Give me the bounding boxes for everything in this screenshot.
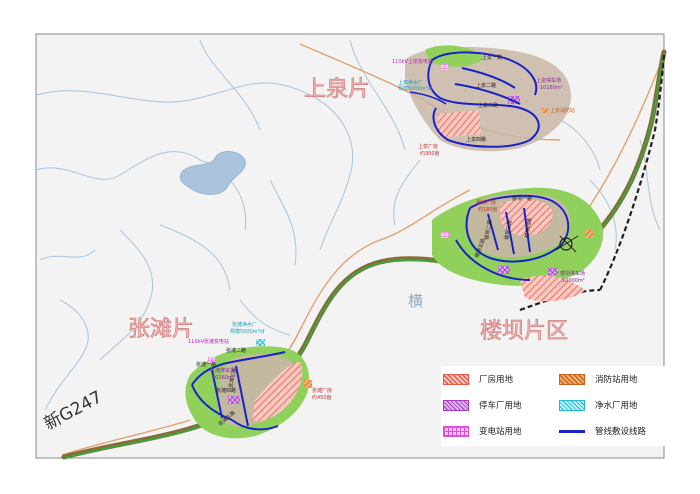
legend-swatch-substation [443, 425, 469, 437]
label-zhangtan-water-size: 规模5000m³/d [230, 328, 264, 335]
label-shangquan-road4: 上泉四路 [466, 136, 486, 143]
label-shangquan-road2: 上泉二路 [476, 82, 496, 89]
label-loubahan-road-top: 楼坝一路 [512, 195, 532, 202]
legend-label-fire: 消防站用地 [595, 375, 638, 385]
label-loubahan-parking-name: 楼坝停车场 [560, 270, 585, 277]
map-legend: 厂房用地 消防站用地 停车厂用地 净水厂用地 变电站用地 管线敷设线路 [441, 366, 671, 446]
label-shangquan-water-size: 规模5000m³/d [398, 85, 432, 92]
label-zhangtan-factory-size: 约450亩 [312, 394, 332, 401]
area-name-shangquan: 上泉片 [304, 77, 370, 102]
legend-label-pipeline: 管线敷设线路 [595, 427, 647, 437]
label-zhangtan-road4: 张滩四路 [216, 387, 236, 394]
label-shangquan-factory-size: 约300亩 [420, 150, 440, 157]
label-shangquan-factory-name: 上泉厂房 [418, 143, 438, 150]
legend-swatch-parking [443, 399, 469, 411]
area-name-zhangtan: 张滩片 [128, 317, 194, 342]
legend-item-fire: 消防站用地 [559, 372, 638, 386]
label-shangquan-water-name: 上泉净水厂 [398, 79, 423, 86]
lake [179, 151, 246, 195]
zhangtan-cluster [185, 339, 312, 439]
legend-label-parking: 停车厂用地 [479, 401, 522, 411]
area-name-heng: 横 [408, 292, 423, 310]
label-shangquan-road1: 上泉一路 [482, 54, 502, 61]
label-loubahan-road-mid2: 楼坝三路 [503, 219, 513, 240]
legend-item-substation: 变电站用地 [443, 424, 522, 438]
legend-item-water: 净水厂用地 [559, 398, 638, 412]
label-shangquan-fire: 上泉消防站 [550, 107, 575, 114]
legend-item-factory: 厂房用地 [443, 372, 513, 386]
label-zhangtan-parking-size: 10160m² [212, 375, 235, 381]
railway [599, 54, 666, 291]
area-name-loubahan: 楼坝片区 [480, 319, 568, 344]
legend-swatch-fire [559, 373, 585, 385]
shangquan-cluster [405, 45, 571, 152]
label-zhangtan-factory-name: 张滩厂房 [312, 387, 332, 394]
legend-swatch-factory [443, 373, 469, 385]
legend-item-pipeline: 管线敷设线路 [559, 424, 646, 438]
label-zhangtan-substation: 110kV张滩变电站 [188, 338, 229, 345]
legend-item-parking: 停车厂用地 [443, 398, 522, 412]
legend-swatch-water [559, 399, 585, 411]
label-zhangtan-water-name: 张滩净水厂 [232, 321, 257, 328]
label-shangquan-road3: 上泉三路 [478, 102, 498, 109]
label-loubahan-road-mid1: 楼坝二路 [483, 219, 493, 240]
label-loubahan-parking-size: 10000m² [562, 278, 585, 284]
legend-label-substation: 变电站用地 [479, 427, 522, 437]
green-road [63, 52, 665, 459]
label-zhangtan-road3: 张滩三路 [227, 367, 238, 388]
label-zhangtan-road1: 张滩一路 [196, 361, 216, 368]
label-loubahan-factory-name: 那城厂房 [476, 199, 496, 206]
area-names: 上泉片 张滩片 楼坝片区 [128, 77, 569, 345]
legend-label-factory: 厂房用地 [479, 375, 514, 385]
legend-swatch-pipeline [559, 429, 585, 433]
label-loubahan-road-mid3: 楼坝四路 [523, 217, 533, 238]
label-shangquan-parking-size: 10160m² [540, 85, 563, 91]
label-shangquan-substation: 110kV上泉变电站 [392, 58, 433, 65]
label-shangquan-parking-name: 上泉停车场 [536, 77, 561, 84]
legend-label-water: 净水厂用地 [595, 401, 638, 411]
label-zhangtan-road2: 张滩二路 [226, 347, 246, 354]
label-zhangtan-parking-name: 张滩停车场 [210, 367, 235, 374]
label-loubahan-factory-size: 约180亩 [478, 206, 498, 213]
loubahan-cluster [432, 187, 604, 302]
